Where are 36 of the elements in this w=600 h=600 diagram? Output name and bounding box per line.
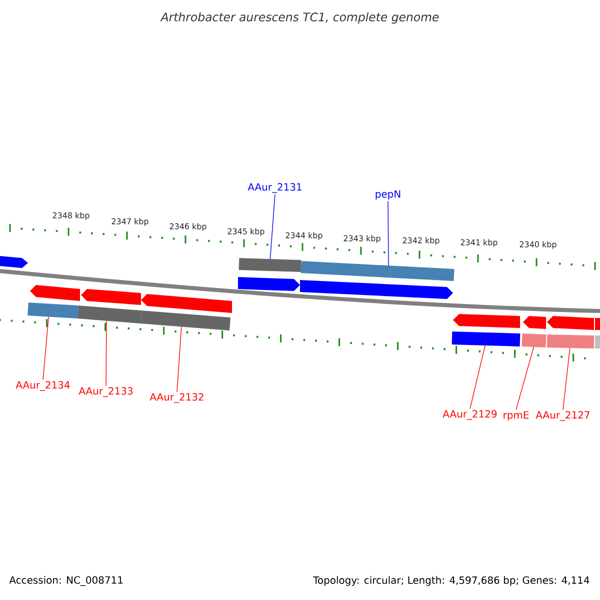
leader-line [562,348,570,410]
gene-bar [77,306,142,324]
leader-line [388,200,389,266]
leader-line [516,346,534,410]
title: Arthrobacter aurescens TC1, complete genome [160,12,439,24]
gene-label: AAur_2129 [442,410,497,420]
accession-text: Accession: NC_008711 [9,576,123,586]
gene-bar [546,334,594,348]
gene-label: pepN [376,190,400,200]
coding-sequence [523,316,546,329]
leader-line [270,194,276,260]
coding-sequence [453,314,520,328]
leader-line [106,320,107,386]
gene-label: rpmE [504,411,529,421]
coding-sequence [30,285,80,301]
leader-line [42,316,49,380]
gene-bar [28,302,78,318]
gene-bar [140,310,230,330]
genome-info-text: Topology: circular; Length: 4,597,686 bp; Genes: 4,114 [313,576,590,586]
gene-label: AAur_2127 [536,411,590,421]
gene-label: AAur_2132 [150,393,204,403]
coding-sequence [0,256,28,268]
leader-line [176,326,182,392]
coding-sequence [81,289,141,305]
gene-bar [300,261,454,281]
gene-label: AAur_2134 [16,381,70,391]
gene-label: AAur_2131 [248,183,302,193]
coding-sequence [238,277,300,291]
gene-bar [595,336,600,348]
coding-sequence [141,294,232,313]
gene-bar [522,334,546,348]
gene-bar [238,258,302,272]
leader-line [470,345,486,410]
gene-bar [452,332,520,346]
gene-label: AAur_2133 [78,387,132,397]
coding-sequence [595,318,600,330]
